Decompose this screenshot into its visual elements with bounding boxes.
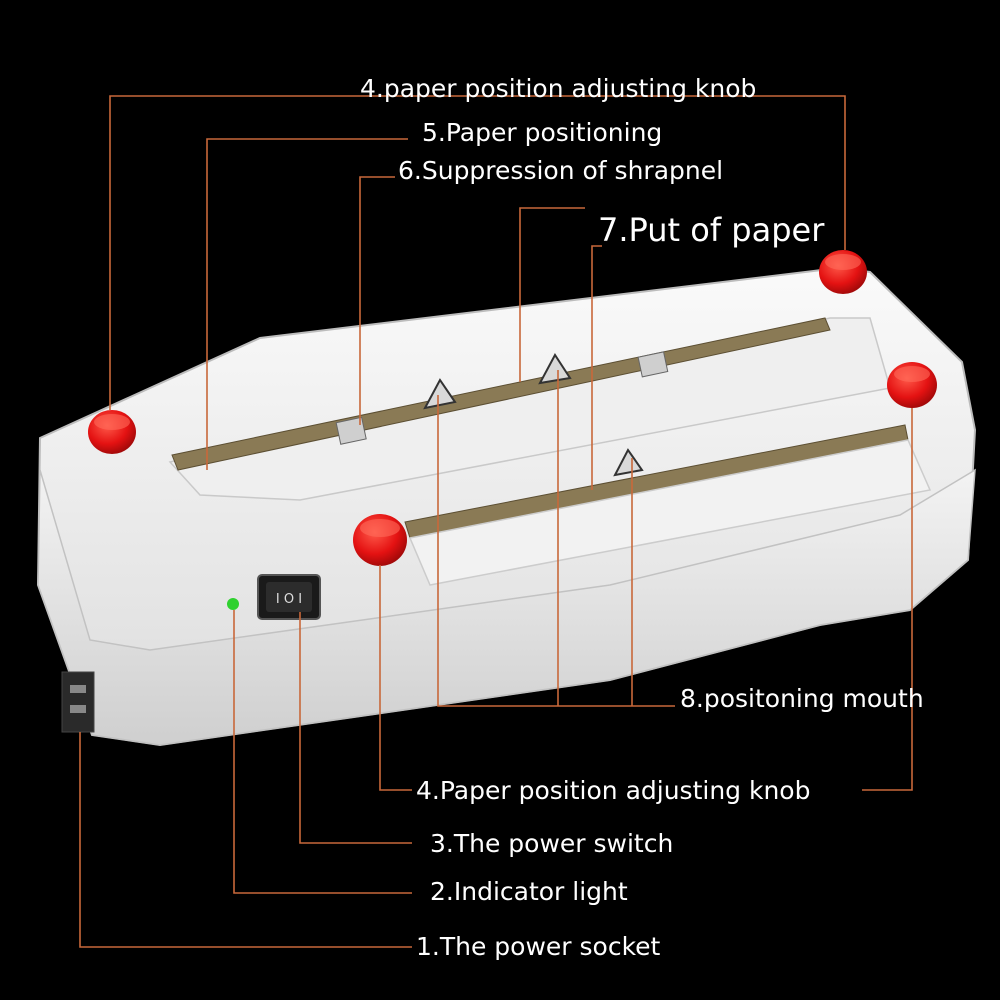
- leader-positioning-mouth: [437, 395, 675, 707]
- power-switch-symbols: I O I: [276, 592, 302, 607]
- leader-put-paper-a: [519, 207, 585, 382]
- label-positioning-mouth: 8.positoning mouth: [680, 684, 924, 713]
- power-switch[interactable]: I O I: [257, 574, 321, 620]
- upper-paper-slot: [171, 317, 831, 471]
- label-power-socket: 1.The power socket: [416, 932, 661, 961]
- label-knob-top: 4.paper position adjusting knob: [360, 74, 757, 103]
- leader-indicator: [233, 610, 412, 894]
- leader-suppression: [359, 176, 395, 425]
- leader-knob-bottom-right: [862, 408, 913, 791]
- slot-guide: [613, 448, 644, 477]
- leader-power-socket: [79, 732, 412, 948]
- label-knob-bottom: 4.Paper position adjusting knob: [416, 776, 811, 805]
- lower-tray: [408, 439, 932, 586]
- leader-knob-top: [109, 95, 846, 410]
- leader-power-switch: [299, 612, 412, 844]
- label-put-paper: 7.Put of paper: [598, 211, 825, 249]
- label-suppression: 6.Suppression of shrapnel: [398, 156, 724, 185]
- leader-put-paper-b: [591, 245, 602, 490]
- label-power-switch: 3.The power switch: [430, 829, 674, 858]
- label-paper-positioning: 5.Paper positioning: [422, 118, 663, 147]
- slot-guide: [423, 378, 457, 410]
- knob-right[interactable]: [887, 362, 937, 408]
- shrapnel-clip: [335, 416, 367, 445]
- slot-guide: [538, 353, 572, 385]
- leader-knob-bottom: [379, 565, 412, 791]
- device-front-face: [37, 468, 976, 746]
- leader-paper-positioning: [206, 138, 408, 470]
- shrapnel-clip: [637, 351, 669, 378]
- power-socket[interactable]: [61, 671, 95, 733]
- label-indicator-light: 2.Indicator light: [430, 877, 628, 906]
- knob-front[interactable]: [353, 514, 407, 566]
- leader-lines: [79, 95, 913, 948]
- indicator-light: [227, 598, 239, 610]
- knob-left[interactable]: [88, 410, 136, 454]
- knob-top-right[interactable]: [819, 250, 867, 294]
